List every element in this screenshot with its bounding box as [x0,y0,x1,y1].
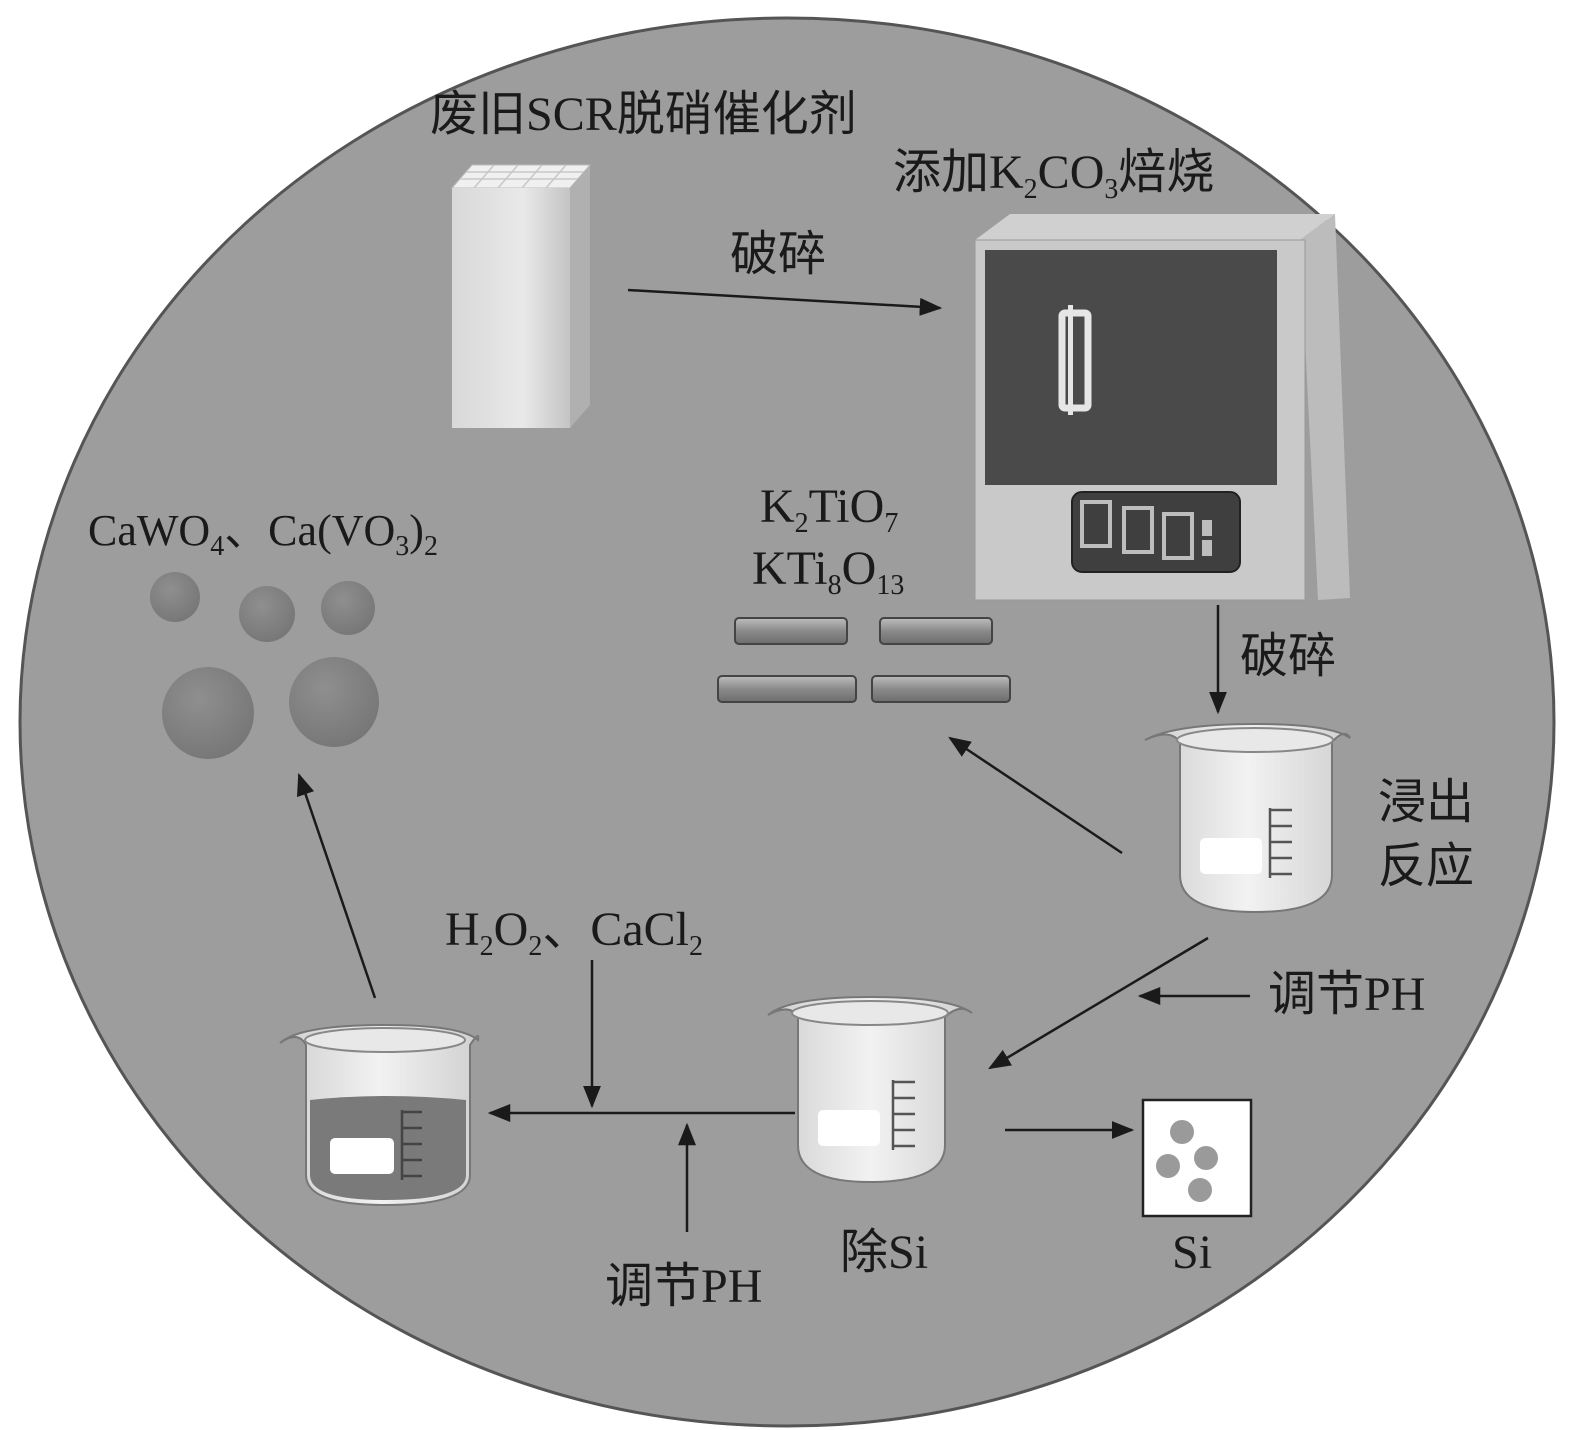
si-product-label: Si [1172,1226,1212,1279]
titanate-rod-icon [717,617,1011,703]
beaker-icon [1144,722,1351,914]
adjust-ph-bottom-label: 调节PH [605,1260,762,1313]
adjust-ph-right-label: 调节PH [1268,968,1425,1021]
crush-arrow-1 [627,288,943,316]
catalyst-label: 废旧SCR脱硝催化剂 [430,88,857,141]
beaker-icon [767,995,973,1184]
to-products-arrow [297,772,377,999]
reagents-label: H2O2、CaCl2 [445,903,703,962]
leaching-label-line1: 浸出 [1378,776,1474,829]
leach-to-desilication-arrow [988,936,1209,1070]
remove-si-label: 除Si [840,1226,928,1279]
crush-label-2: 破碎 [1240,630,1336,683]
silica-sample-icon [1141,1098,1253,1218]
ktio-label: K2TiO7 [760,480,898,539]
catalyst-block-icon [450,164,592,428]
leaching-label-line2: 反应 [1378,840,1474,893]
leach-to-titanate-arrow [948,736,1123,855]
beaker-icon [279,1023,480,1207]
kti8o13-label: KTi8O13 [752,542,904,601]
precipitate-particle-icon [150,572,379,759]
roasting-label: 添加K2CO3焙烧 [893,146,1214,205]
products-label: CaWO4、Ca(VO3)2 [88,506,438,562]
crush-label-1: 破碎 [730,228,826,281]
muffle-furnace-icon [974,214,1350,601]
